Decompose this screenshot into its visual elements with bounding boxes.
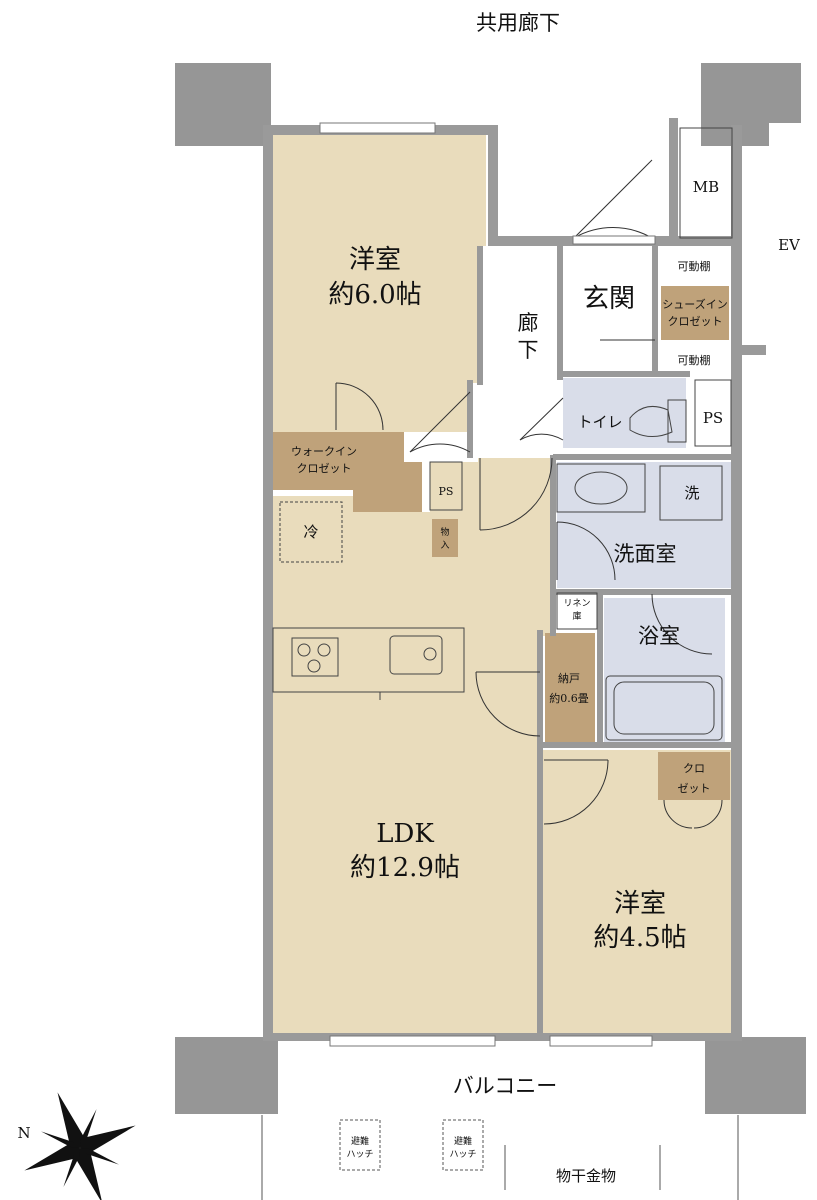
label-ev: EV <box>778 236 801 254</box>
label-ldk-size: 約12.9帖 <box>350 853 460 883</box>
label-compass-n: N <box>17 1124 30 1142</box>
label-washer: 洗 <box>684 484 699 502</box>
pillar-bottom-right <box>705 1037 806 1114</box>
label-linen-2: 庫 <box>572 610 581 622</box>
label-movable-shelf-bottom: 可動棚 <box>678 353 711 367</box>
label-entrance: 玄関 <box>583 284 635 314</box>
wall-left <box>263 125 273 1040</box>
pillar-bottom-left <box>175 1037 278 1114</box>
closet <box>658 752 730 800</box>
label-corridor-top: 共用廊下 <box>476 11 560 35</box>
wall-right <box>731 125 742 1040</box>
storage-small <box>432 519 458 557</box>
label-pantry-2: 約0.6畳 <box>549 691 589 705</box>
washroom-area <box>557 462 731 588</box>
label-shoes-closet-2: クロゼット <box>668 315 723 328</box>
label-pantry-1: 納戸 <box>558 672 580 685</box>
label-hatch-1-1: 避難 <box>351 1135 369 1147</box>
label-drying-hardware: 物干金物 <box>556 1167 616 1185</box>
wall-entry-top <box>488 125 498 243</box>
wall-right-notch <box>742 345 766 355</box>
room-western-1 <box>273 135 486 432</box>
label-ps-center: PS <box>439 485 454 498</box>
label-western-2-size: 約4.5帖 <box>593 923 686 953</box>
pillar-top-right-ext <box>769 63 801 123</box>
pantry <box>545 633 595 742</box>
label-storage-small-1: 物 <box>440 526 449 538</box>
label-mb: MB <box>693 178 719 196</box>
label-hatch-1-2: ハッチ <box>346 1149 373 1160</box>
label-ldk-name: LDK <box>376 819 434 849</box>
label-toilet: トイレ <box>577 413 622 431</box>
label-walk-in-2: クロゼット <box>297 462 352 475</box>
room-western-2 <box>542 750 731 1033</box>
label-bathroom: 浴室 <box>638 624 680 648</box>
label-western-2-name: 洋室 <box>614 889 666 919</box>
label-linen-1: リネン <box>563 598 590 609</box>
label-closet-2: ゼット <box>678 782 711 795</box>
label-storage-small-2: 入 <box>440 540 449 551</box>
label-hatch-2-2: ハッチ <box>449 1149 476 1160</box>
label-walk-in-1: ウォークイン <box>291 445 357 458</box>
label-hallway-2: 下 <box>518 338 539 362</box>
wall-bottom <box>263 1033 742 1041</box>
label-washroom: 洗面室 <box>614 542 677 566</box>
label-movable-shelf-top: 可動棚 <box>678 259 711 273</box>
label-ps-right: PS <box>703 409 723 427</box>
toilet-area <box>563 378 686 448</box>
label-hallway-1: 廊 <box>518 311 539 335</box>
bathroom-area <box>604 598 725 742</box>
label-fridge: 冷 <box>303 523 318 541</box>
compass-icon <box>24 1092 136 1200</box>
wall-mb-left <box>669 118 678 243</box>
label-closet-1: クロ <box>683 762 705 775</box>
label-western-1-name: 洋室 <box>349 245 401 275</box>
label-hatch-2-1: 避難 <box>454 1135 472 1147</box>
label-balcony: バルコニー <box>453 1074 558 1098</box>
shoes-closet <box>661 286 729 340</box>
pillar-top-left <box>175 63 271 146</box>
label-shoes-closet-1: シューズイン <box>662 297 727 311</box>
room-ldk <box>273 458 550 1033</box>
label-western-1-size: 約6.0帖 <box>328 280 421 310</box>
walk-in-closet <box>273 432 422 512</box>
